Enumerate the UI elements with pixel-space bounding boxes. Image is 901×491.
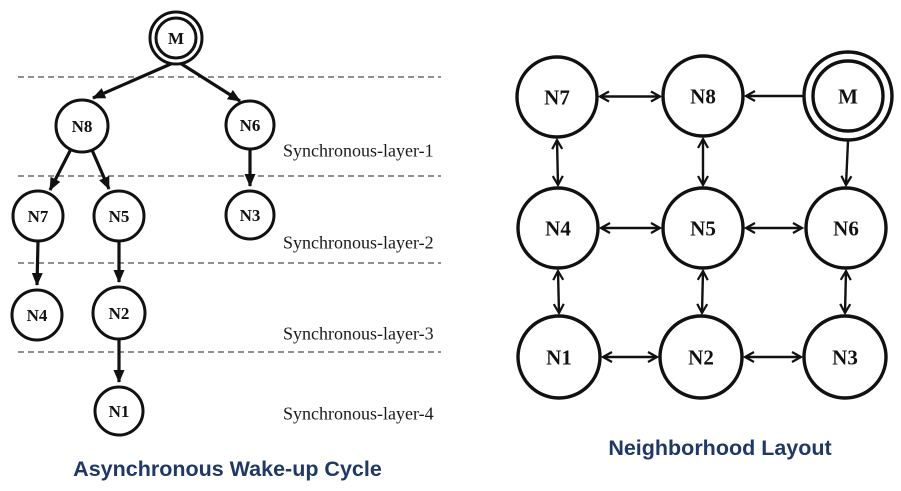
tree-node-n6: N6 xyxy=(224,99,276,151)
tree-node-n8: N8 xyxy=(54,98,110,154)
layer-3-label: Synchronous-layer-3 xyxy=(283,323,434,343)
grid-node-n5: N5 xyxy=(661,186,745,270)
neighborhood-grid-diagram: N7 N8 M N4 N5 N6 N1 N2 xyxy=(515,50,894,400)
node-n4-label: N4 xyxy=(27,306,48,325)
edge-n4-n1 xyxy=(552,268,565,316)
node-n5-label: N5 xyxy=(690,216,716,240)
node-n7-circle xyxy=(11,189,65,243)
grid-node-n8: N8 xyxy=(661,54,745,138)
grid-node-n1: N1 xyxy=(516,314,602,400)
node-n8-label: N8 xyxy=(72,117,93,136)
grid-edges xyxy=(551,90,853,363)
node-n2-label: N2 xyxy=(109,304,130,323)
left-figure-title: Asynchronous Wake-up Cycle xyxy=(73,457,382,481)
edge-n8-n7 xyxy=(48,148,73,191)
node-n6-label: N6 xyxy=(833,216,859,240)
edge-m-n8 xyxy=(92,61,174,100)
edge-m-n6 xyxy=(840,140,853,188)
node-n7-label: N7 xyxy=(544,85,570,109)
node-m-label: M xyxy=(838,84,858,108)
edge-n5-n2 xyxy=(696,268,709,316)
node-n1-label: N1 xyxy=(546,345,572,369)
edge-n7-n4 xyxy=(31,240,43,286)
node-n1-label: N1 xyxy=(109,402,130,421)
node-n5-label: N5 xyxy=(109,207,130,226)
node-n3-label: N3 xyxy=(832,345,858,369)
grid-node-n6: N6 xyxy=(804,186,888,270)
layer-2-label: Synchronous-layer-2 xyxy=(283,232,434,252)
tree-node-n1: N1 xyxy=(93,385,145,437)
node-n6-label: N6 xyxy=(240,116,261,135)
node-n8-circle xyxy=(54,98,110,154)
node-n3-label: N3 xyxy=(240,206,261,225)
node-n5-circle xyxy=(92,189,146,243)
node-m-inner-circle xyxy=(811,59,885,133)
node-n7-circle xyxy=(515,55,599,139)
node-n6-circle xyxy=(224,99,276,151)
layer-labels: Synchronous-layer-1 Synchronous-layer-2 … xyxy=(283,140,434,423)
tree-node-m: M xyxy=(148,10,204,66)
grid-node-n3: N3 xyxy=(802,314,888,400)
node-n4-circle xyxy=(516,186,600,270)
tree-node-n3: N3 xyxy=(224,189,276,241)
grid-node-m: M xyxy=(802,50,894,142)
node-n2-label: N2 xyxy=(688,345,714,369)
node-n7-label: N7 xyxy=(28,207,49,226)
grid-node-n7: N7 xyxy=(515,55,599,139)
node-n5-circle xyxy=(661,186,745,270)
edge-n7-n4 xyxy=(551,137,564,188)
node-n4-label: N4 xyxy=(545,216,571,240)
node-n2-circle xyxy=(658,314,744,400)
node-n8-label: N8 xyxy=(690,84,716,108)
node-n6-circle xyxy=(804,186,888,270)
layer-1-label: Synchronous-layer-1 xyxy=(283,140,434,160)
node-n1-circle xyxy=(516,314,602,400)
layer-separator-lines xyxy=(18,76,441,353)
right-figure-title: Neighborhood Layout xyxy=(608,436,832,460)
node-m-label: M xyxy=(168,29,184,48)
grid-node-n4: N4 xyxy=(516,186,600,270)
node-n3-circle xyxy=(224,189,276,241)
tree-node-n2: N2 xyxy=(91,285,147,341)
node-m-inner-circle xyxy=(154,16,198,60)
node-n2-circle xyxy=(91,285,147,341)
asynchronous-wakeup-tree-diagram: M N8 N6 N7 N5 N3 N4 N2 xyxy=(10,10,441,437)
node-n4-circle xyxy=(10,288,64,342)
layer-4-label: Synchronous-layer-4 xyxy=(283,403,434,423)
tree-edges xyxy=(31,61,256,383)
edge-m-n6 xyxy=(179,61,241,103)
edge-n8-n5 xyxy=(90,149,111,190)
tree-node-n7: N7 xyxy=(11,189,65,243)
node-n1-circle xyxy=(93,385,145,437)
grid-node-n2: N2 xyxy=(658,314,744,400)
node-n8-circle xyxy=(661,54,745,138)
tree-node-n5: N5 xyxy=(92,189,146,243)
tree-node-n4: N4 xyxy=(10,288,64,342)
edge-n6-n3 xyxy=(839,268,852,316)
node-n3-circle xyxy=(802,314,888,400)
